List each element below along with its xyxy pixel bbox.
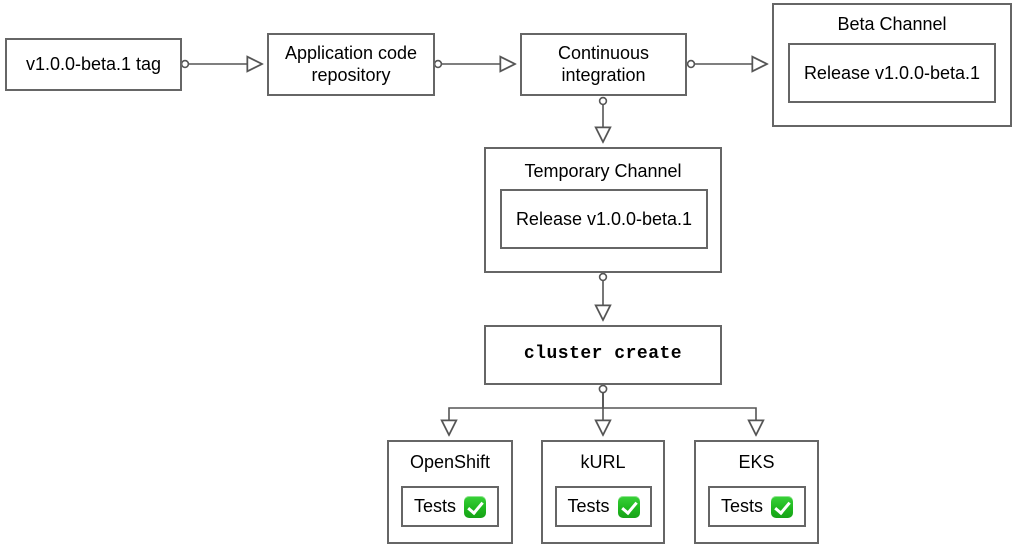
node-beta-channel-title: Beta Channel [837, 14, 947, 34]
node-application-code-repository-label: Application code repository [284, 43, 418, 85]
white-heavy-check-mark-icon [617, 495, 640, 518]
edge-temporary-channel-to-cluster-create [600, 272, 607, 320]
node-openshift-title: OpenShift [409, 452, 491, 472]
edge-tag-to-repo [180, 61, 262, 68]
node-eks[interactable]: EKS Tests [694, 440, 819, 544]
node-openshift[interactable]: OpenShift Tests [387, 440, 513, 544]
node-kurl[interactable]: kURL Tests [541, 440, 665, 544]
node-eks-tests-box[interactable]: Tests [708, 486, 806, 527]
node-kurl-title: kURL [580, 452, 626, 472]
node-temporary-channel-release-label: Release v1.0.0-beta.1 [515, 208, 693, 229]
node-continuous-integration-label: Continuous integration [557, 43, 650, 85]
edge-cluster-create-to-eks [602, 393, 756, 435]
node-beta-channel-release-box[interactable]: Release v1.0.0-beta.1 [788, 43, 996, 103]
node-application-code-repository[interactable]: Application code repository [267, 33, 435, 96]
edge-repo-to-ci [433, 61, 515, 68]
node-temporary-channel[interactable]: Temporary Channel Release v1.0.0-beta.1 [484, 147, 722, 273]
node-cluster-create-label: cluster create [523, 344, 683, 365]
edge-ci-to-temporary-channel [600, 96, 607, 142]
node-version-tag[interactable]: v1.0.0-beta.1 tag [5, 38, 182, 91]
node-openshift-tests-label: Tests [413, 496, 456, 516]
node-continuous-integration[interactable]: Continuous integration [520, 33, 687, 96]
node-cluster-create[interactable]: cluster create [484, 325, 722, 385]
node-eks-tests-label: Tests [720, 496, 763, 516]
node-eks-title: EKS [738, 452, 775, 472]
node-temporary-channel-title: Temporary Channel [524, 161, 682, 181]
edge-cluster-create-to-openshift [449, 384, 608, 435]
edge-ci-to-beta-channel [686, 61, 767, 68]
node-openshift-tests-box[interactable]: Tests [401, 486, 499, 527]
white-heavy-check-mark-icon [771, 495, 793, 518]
node-kurl-tests-box[interactable]: Tests [555, 486, 652, 527]
node-version-tag-label: v1.0.0-beta.1 tag [25, 53, 162, 74]
node-beta-channel[interactable]: Beta Channel Release v1.0.0-beta.1 [772, 3, 1012, 127]
node-beta-channel-release-label: Release v1.0.0-beta.1 [803, 62, 981, 83]
node-temporary-channel-release-box[interactable]: Release v1.0.0-beta.1 [500, 189, 708, 249]
node-kurl-tests-label: Tests [567, 496, 610, 516]
white-heavy-check-mark-icon [464, 495, 486, 518]
